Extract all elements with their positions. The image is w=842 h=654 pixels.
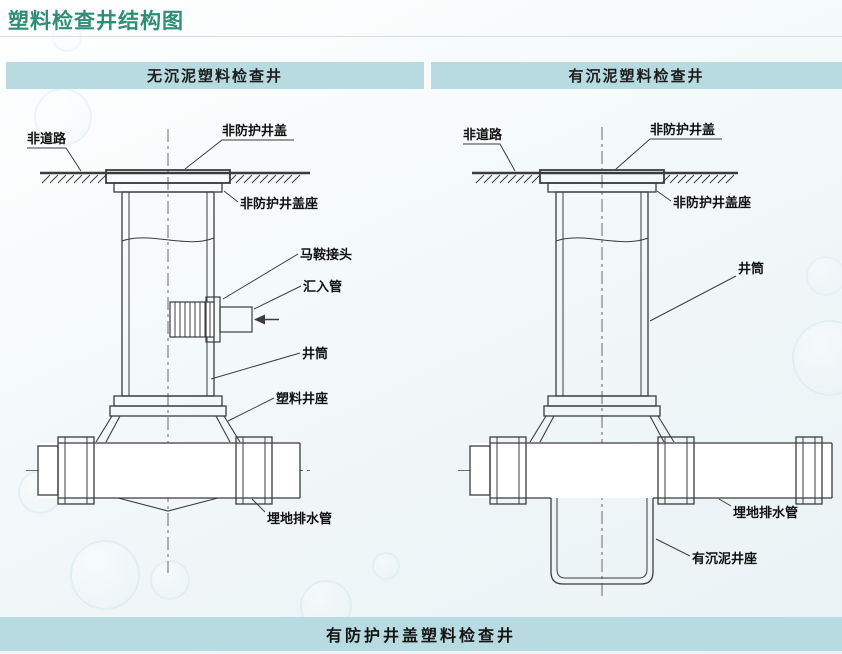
label-cover: 非防护井盖 [222,123,287,139]
callout-labels: 非道路 非防护井盖 非防护井盖座 马鞍接头 汇入管 井筒 塑料井座 埋地排水管 [27,123,352,527]
leader-inflow-pipe [253,285,302,310]
ground-line [40,171,310,184]
break-wave-line [555,237,649,243]
leader-drain-pipe [718,498,732,507]
pipe-bell-left [489,436,527,505]
label-shaft: 井筒 [738,261,764,277]
page-title: 塑料检查井结构图 [8,9,184,33]
seat-flange [109,395,227,417]
water-bubble-decoration [372,552,400,580]
footer-banner: 有防护井盖塑料检查井 [0,617,842,651]
label-shaft: 井筒 [302,346,328,362]
panel-title-with-sediment: 有沉泥塑料检查井 [431,62,842,89]
leader-shaft [649,275,737,322]
label-cover-seat: 非防护井盖座 [673,195,751,211]
label-saddle-joint: 马鞍接头 [300,247,352,263]
seat-flange [543,395,661,417]
drain-pipe [469,436,833,505]
plastic-seat [95,415,241,512]
inflow-pipe [219,306,253,333]
diagram-sediment-well: 非道路 非防护井盖 非防护井盖座 井筒 埋地排水管 有沉泥井座 [458,122,835,600]
label-cover-seat: 非防护井盖座 [240,196,318,212]
leader-saddle-joint [222,253,299,300]
diagram-no-sediment-well: 非道路 非防护井盖 非防护井盖座 马鞍接头 汇入管 井筒 塑料井座 埋地排水管 [26,123,352,573]
ground-line [472,171,738,184]
leader-sediment-seat [655,538,691,557]
seat-bottom [117,497,219,512]
label-inflow-pipe: 汇入管 [303,279,342,295]
leader-drain-pipe [251,498,266,513]
corrugated-pipe-ribs [174,302,211,337]
water-bubble-decoration [52,22,82,52]
water-bubble-decoration [150,560,190,600]
label-cover: 非防护井盖 [650,122,715,138]
label-sediment-seat: 有沉泥井座 [692,551,757,567]
leader-non-road [463,143,516,172]
saddle-inflow-assembly [169,296,279,343]
leader-cover [615,138,722,170]
leader-cover-seat [223,190,239,203]
water-bubble-decoration [806,256,842,296]
label-non-road: 非道路 [27,131,67,147]
drain-pipe [37,436,301,505]
label-non-road: 非道路 [463,127,503,143]
water-bubble-decoration [34,88,92,146]
pipe-bell-right [657,436,695,505]
panel-title-no-sediment: 无沉泥塑料检查井 [6,62,424,89]
leader-cover [184,139,294,170]
title-divider [0,36,842,37]
label-plastic-seat: 塑料井座 [276,391,328,407]
leader-cover-seat [656,190,672,202]
pipe-bell-right [235,436,273,505]
flow-arrow-icon [254,314,279,325]
well-shaft [555,191,649,397]
sediment-sump [550,498,654,585]
label-drain-pipe: 埋地排水管 [733,505,798,521]
leader-non-road [27,147,82,172]
water-bubble-decoration [70,540,140,610]
leader-shaft [210,352,301,380]
well-shaft [121,191,215,397]
leader-plastic-seat [227,397,275,422]
label-drain-pipe: 埋地排水管 [267,511,332,527]
pipe-bell-left [57,436,95,505]
break-wave-line [121,237,215,243]
pipe-coupling-far-right [795,436,823,505]
callout-labels: 非道路 非防护井盖 非防护井盖座 井筒 埋地排水管 有沉泥井座 [463,122,798,567]
seat-body [529,415,675,443]
